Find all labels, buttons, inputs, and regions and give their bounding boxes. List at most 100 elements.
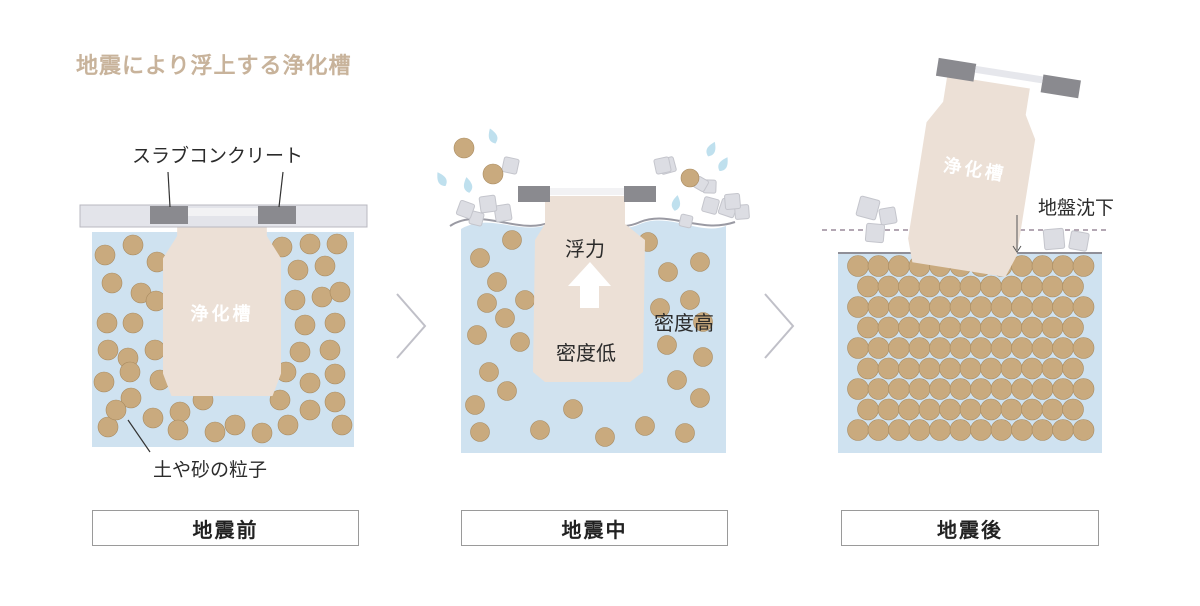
soil-particle: [497, 381, 517, 401]
soil-particle: [105, 399, 127, 421]
soil-particle: [690, 252, 710, 272]
soil-particle: [1021, 316, 1043, 339]
subsidence-arrowhead: [1012, 245, 1022, 253]
soil-particle: [1031, 255, 1054, 277]
high-density-label: 密度高: [654, 311, 714, 335]
soil-particle: [877, 275, 900, 298]
rubble-block: [478, 194, 498, 214]
septic-tank-after-body: [908, 75, 1036, 278]
caption-before: 地震前: [92, 510, 359, 546]
septic-tank-before: [163, 210, 281, 396]
soil-particle: [479, 362, 499, 382]
soil-particle: [949, 378, 972, 400]
soil-particle: [857, 357, 879, 380]
soil-particle: [918, 398, 941, 421]
soil-particle: [329, 281, 351, 303]
soil-particle: [635, 416, 655, 436]
soil-particle: [96, 312, 118, 334]
rubble-block: [855, 195, 881, 221]
soil-particle: [251, 422, 273, 444]
soil-particle: [299, 399, 321, 421]
soil-particle: [877, 398, 900, 421]
soil-particle: [470, 248, 490, 268]
soil-particle: [1031, 296, 1054, 318]
soil-particle: [898, 275, 920, 298]
soil-particle: [1072, 296, 1095, 318]
soil-particle: [867, 296, 890, 318]
soil-particle: [857, 398, 879, 421]
soil-particle: [990, 419, 1013, 441]
soil-particle: [867, 337, 890, 359]
soil-particle: [877, 316, 900, 339]
soil-particle: [1062, 316, 1084, 339]
soil-particle: [939, 398, 961, 421]
soil-particle: [898, 398, 920, 421]
soil-particle: [1021, 398, 1043, 421]
soil-particle: [1072, 419, 1095, 441]
soil-particle: [204, 421, 226, 443]
tank-lid-during: [550, 188, 624, 195]
soil-particle: [959, 275, 982, 298]
subsidence-label: 地盤沈下: [1038, 197, 1115, 219]
soil-particle: [918, 275, 941, 298]
soil-particle: [888, 419, 910, 441]
soil-particle: [888, 378, 910, 400]
soil-particle: [1072, 378, 1095, 400]
soil-particle: [314, 255, 336, 277]
soil-particle: [857, 316, 879, 339]
soil-particle: [1052, 255, 1074, 277]
soil-particle: [477, 293, 497, 313]
soil-particle: [1062, 357, 1084, 380]
soil-particle: [847, 296, 869, 318]
soil-particle: [908, 419, 931, 441]
soil-particle: [1041, 316, 1064, 339]
rubble-block: [455, 199, 476, 220]
soil-particle: [690, 388, 710, 408]
soil-particle: [908, 337, 931, 359]
slab-lid-right: [258, 206, 296, 224]
soil-particle: [287, 259, 309, 281]
water-splash: [706, 141, 716, 157]
soil-particle: [319, 339, 341, 361]
soil-particle: [1062, 398, 1084, 421]
soil-particle: [1041, 357, 1064, 380]
soil-particle: [277, 414, 299, 436]
soil-particle: [867, 255, 890, 277]
soil-particle: [269, 389, 291, 411]
soil-particle: [142, 407, 164, 429]
soil-particle: [1021, 275, 1043, 298]
soil-particle: [1031, 337, 1054, 359]
soil-particle: [888, 337, 910, 359]
soil-particle: [650, 298, 670, 318]
soil-particle: [94, 244, 116, 266]
soil-particle: [867, 419, 890, 441]
soil-particle: [97, 339, 119, 361]
soil-particle: [97, 416, 119, 438]
soil-particle: [1021, 357, 1043, 380]
tank-lid-after: [974, 65, 1044, 84]
tank-label-before: 浄化槽: [191, 303, 254, 325]
soil-particle: [326, 233, 348, 255]
soil-particle: [939, 316, 961, 339]
soil-particle: [1000, 398, 1023, 421]
slab-leader-line-left: [167, 171, 171, 208]
soil-particle: [1041, 275, 1064, 298]
rubble-block: [1068, 230, 1090, 252]
soil-particle: [311, 286, 333, 308]
soil-particle: [980, 316, 1002, 339]
rubble-block: [653, 156, 672, 175]
soil-particle: [169, 401, 191, 423]
tank-lid-left-after: [935, 57, 977, 82]
soil-particle: [122, 312, 144, 334]
soil-particle: [299, 233, 321, 255]
soil-particle: [847, 337, 869, 359]
slab-lid-left: [150, 206, 188, 224]
tank-lid-before: [188, 208, 258, 216]
soil-particle: [120, 387, 142, 409]
soil-particle: [1011, 378, 1033, 400]
buoyancy-label: 浮力: [565, 237, 605, 261]
soil-particle: [949, 296, 972, 318]
soil-particle: [877, 357, 900, 380]
soil-particle: [970, 296, 992, 318]
soil-particle: [465, 395, 485, 415]
